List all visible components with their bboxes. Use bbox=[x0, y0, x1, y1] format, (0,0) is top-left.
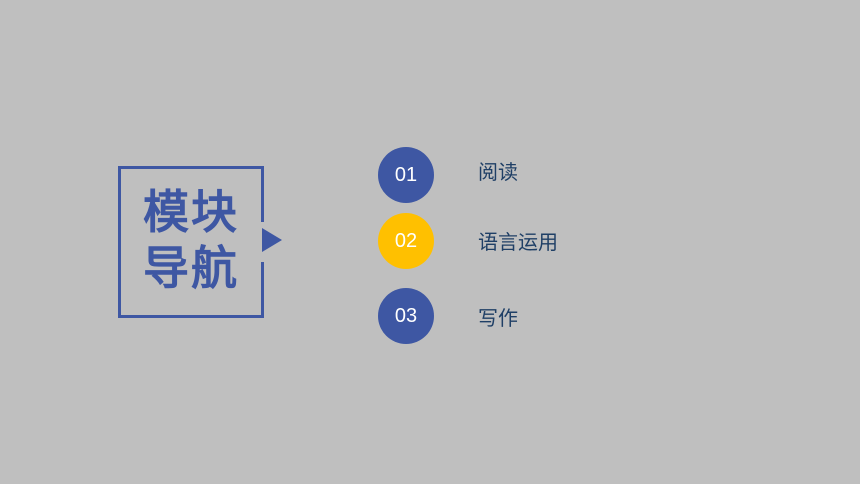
menu-item-label: 语言运用 bbox=[478, 230, 558, 254]
menu-item-label: 阅读 bbox=[478, 160, 518, 184]
triangle-right-icon bbox=[262, 228, 282, 252]
number-badge: 01 bbox=[378, 147, 434, 203]
number-badge: 02 bbox=[378, 213, 434, 269]
menu-item-reading[interactable]: 01 阅读 bbox=[378, 147, 678, 203]
title-line-1: 模块 bbox=[143, 185, 239, 239]
module-navigation-title: 模块 导航 bbox=[118, 184, 264, 296]
menu-item-language-use[interactable]: 02 语言运用 bbox=[378, 213, 678, 269]
menu-item-writing[interactable]: 03 写作 bbox=[378, 288, 678, 344]
menu-item-label: 写作 bbox=[478, 306, 518, 330]
number-badge: 03 bbox=[378, 288, 434, 344]
title-line-2: 导航 bbox=[143, 241, 239, 295]
